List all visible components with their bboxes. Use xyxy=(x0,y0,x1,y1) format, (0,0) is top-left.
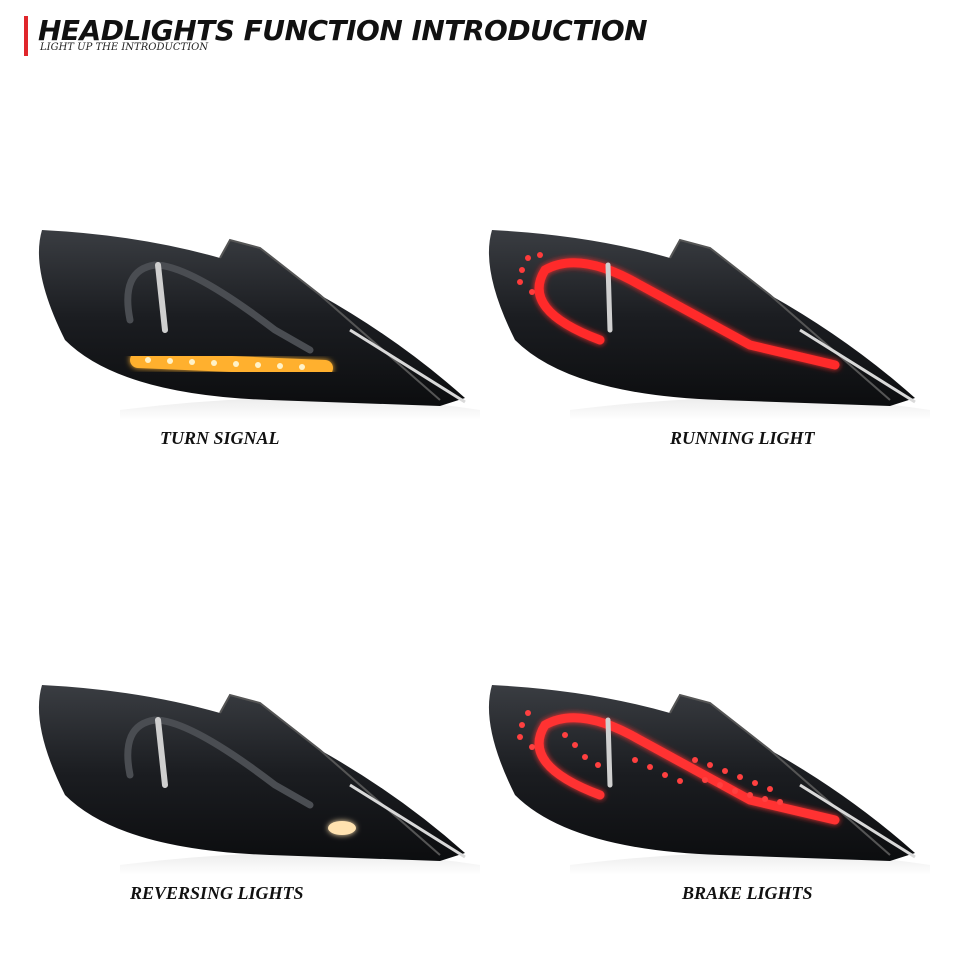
caption-brake-lights: BRAKE LIGHTS xyxy=(682,883,813,903)
brake-light-led-loop xyxy=(534,713,840,825)
header-accent-bar xyxy=(24,16,28,56)
panel-reversing-lights: REVERSING LIGHTS xyxy=(20,665,490,905)
running-light-led-loop xyxy=(534,258,840,370)
page-title: HEADLIGHTS FUNCTION INTRODUCTION xyxy=(38,14,648,47)
header: HEADLIGHTS FUNCTION INTRODUCTION LIGHT U… xyxy=(24,14,664,58)
panel-brake-lights: BRAKE LIGHTS xyxy=(470,665,940,905)
tail-lamp-image xyxy=(488,685,930,875)
caption-running-light: RUNNING LIGHT xyxy=(670,428,815,448)
brake-light-led-dots xyxy=(517,710,783,805)
page-subtitle: LIGHT UP THE INTRODUCTION xyxy=(40,42,209,53)
tail-lamp-image xyxy=(488,230,930,420)
tail-lamp-image xyxy=(38,685,480,875)
tail-lamp-image xyxy=(38,230,480,420)
caption-reversing-lights: REVERSING LIGHTS xyxy=(130,883,304,903)
caption-turn-signal: TURN SIGNAL xyxy=(160,428,280,448)
panel-running-light: RUNNING LIGHT xyxy=(470,210,940,450)
turn-signal-led-strip xyxy=(130,352,333,376)
reversing-light-lamp xyxy=(328,821,356,835)
panel-turn-signal: TURN SIGNAL xyxy=(20,210,490,450)
